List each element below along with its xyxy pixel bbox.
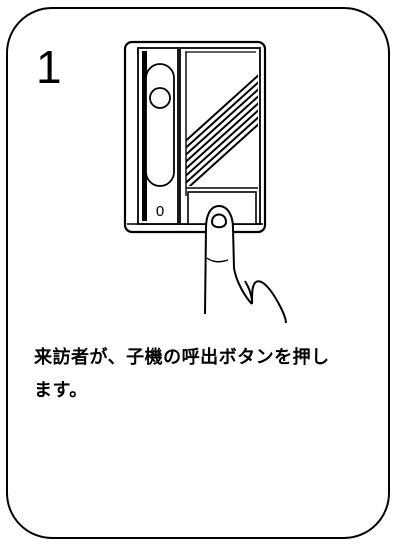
- instruction-card: [6, 7, 390, 539]
- caption-line-2: ます。: [34, 380, 88, 401]
- intercom-label: 0: [156, 203, 164, 220]
- speaker-slot: [145, 63, 175, 187]
- instruction-caption: 来訪者が、子機の呼出ボタンを押し ます。: [34, 341, 364, 407]
- finger-icon: [204, 204, 287, 324]
- camera-lens-icon: [149, 87, 171, 109]
- step-number: 1: [36, 41, 62, 93]
- speaker-grille: [186, 71, 258, 186]
- caption-line-1: 来訪者が、子機の呼出ボタンを押し: [34, 347, 330, 368]
